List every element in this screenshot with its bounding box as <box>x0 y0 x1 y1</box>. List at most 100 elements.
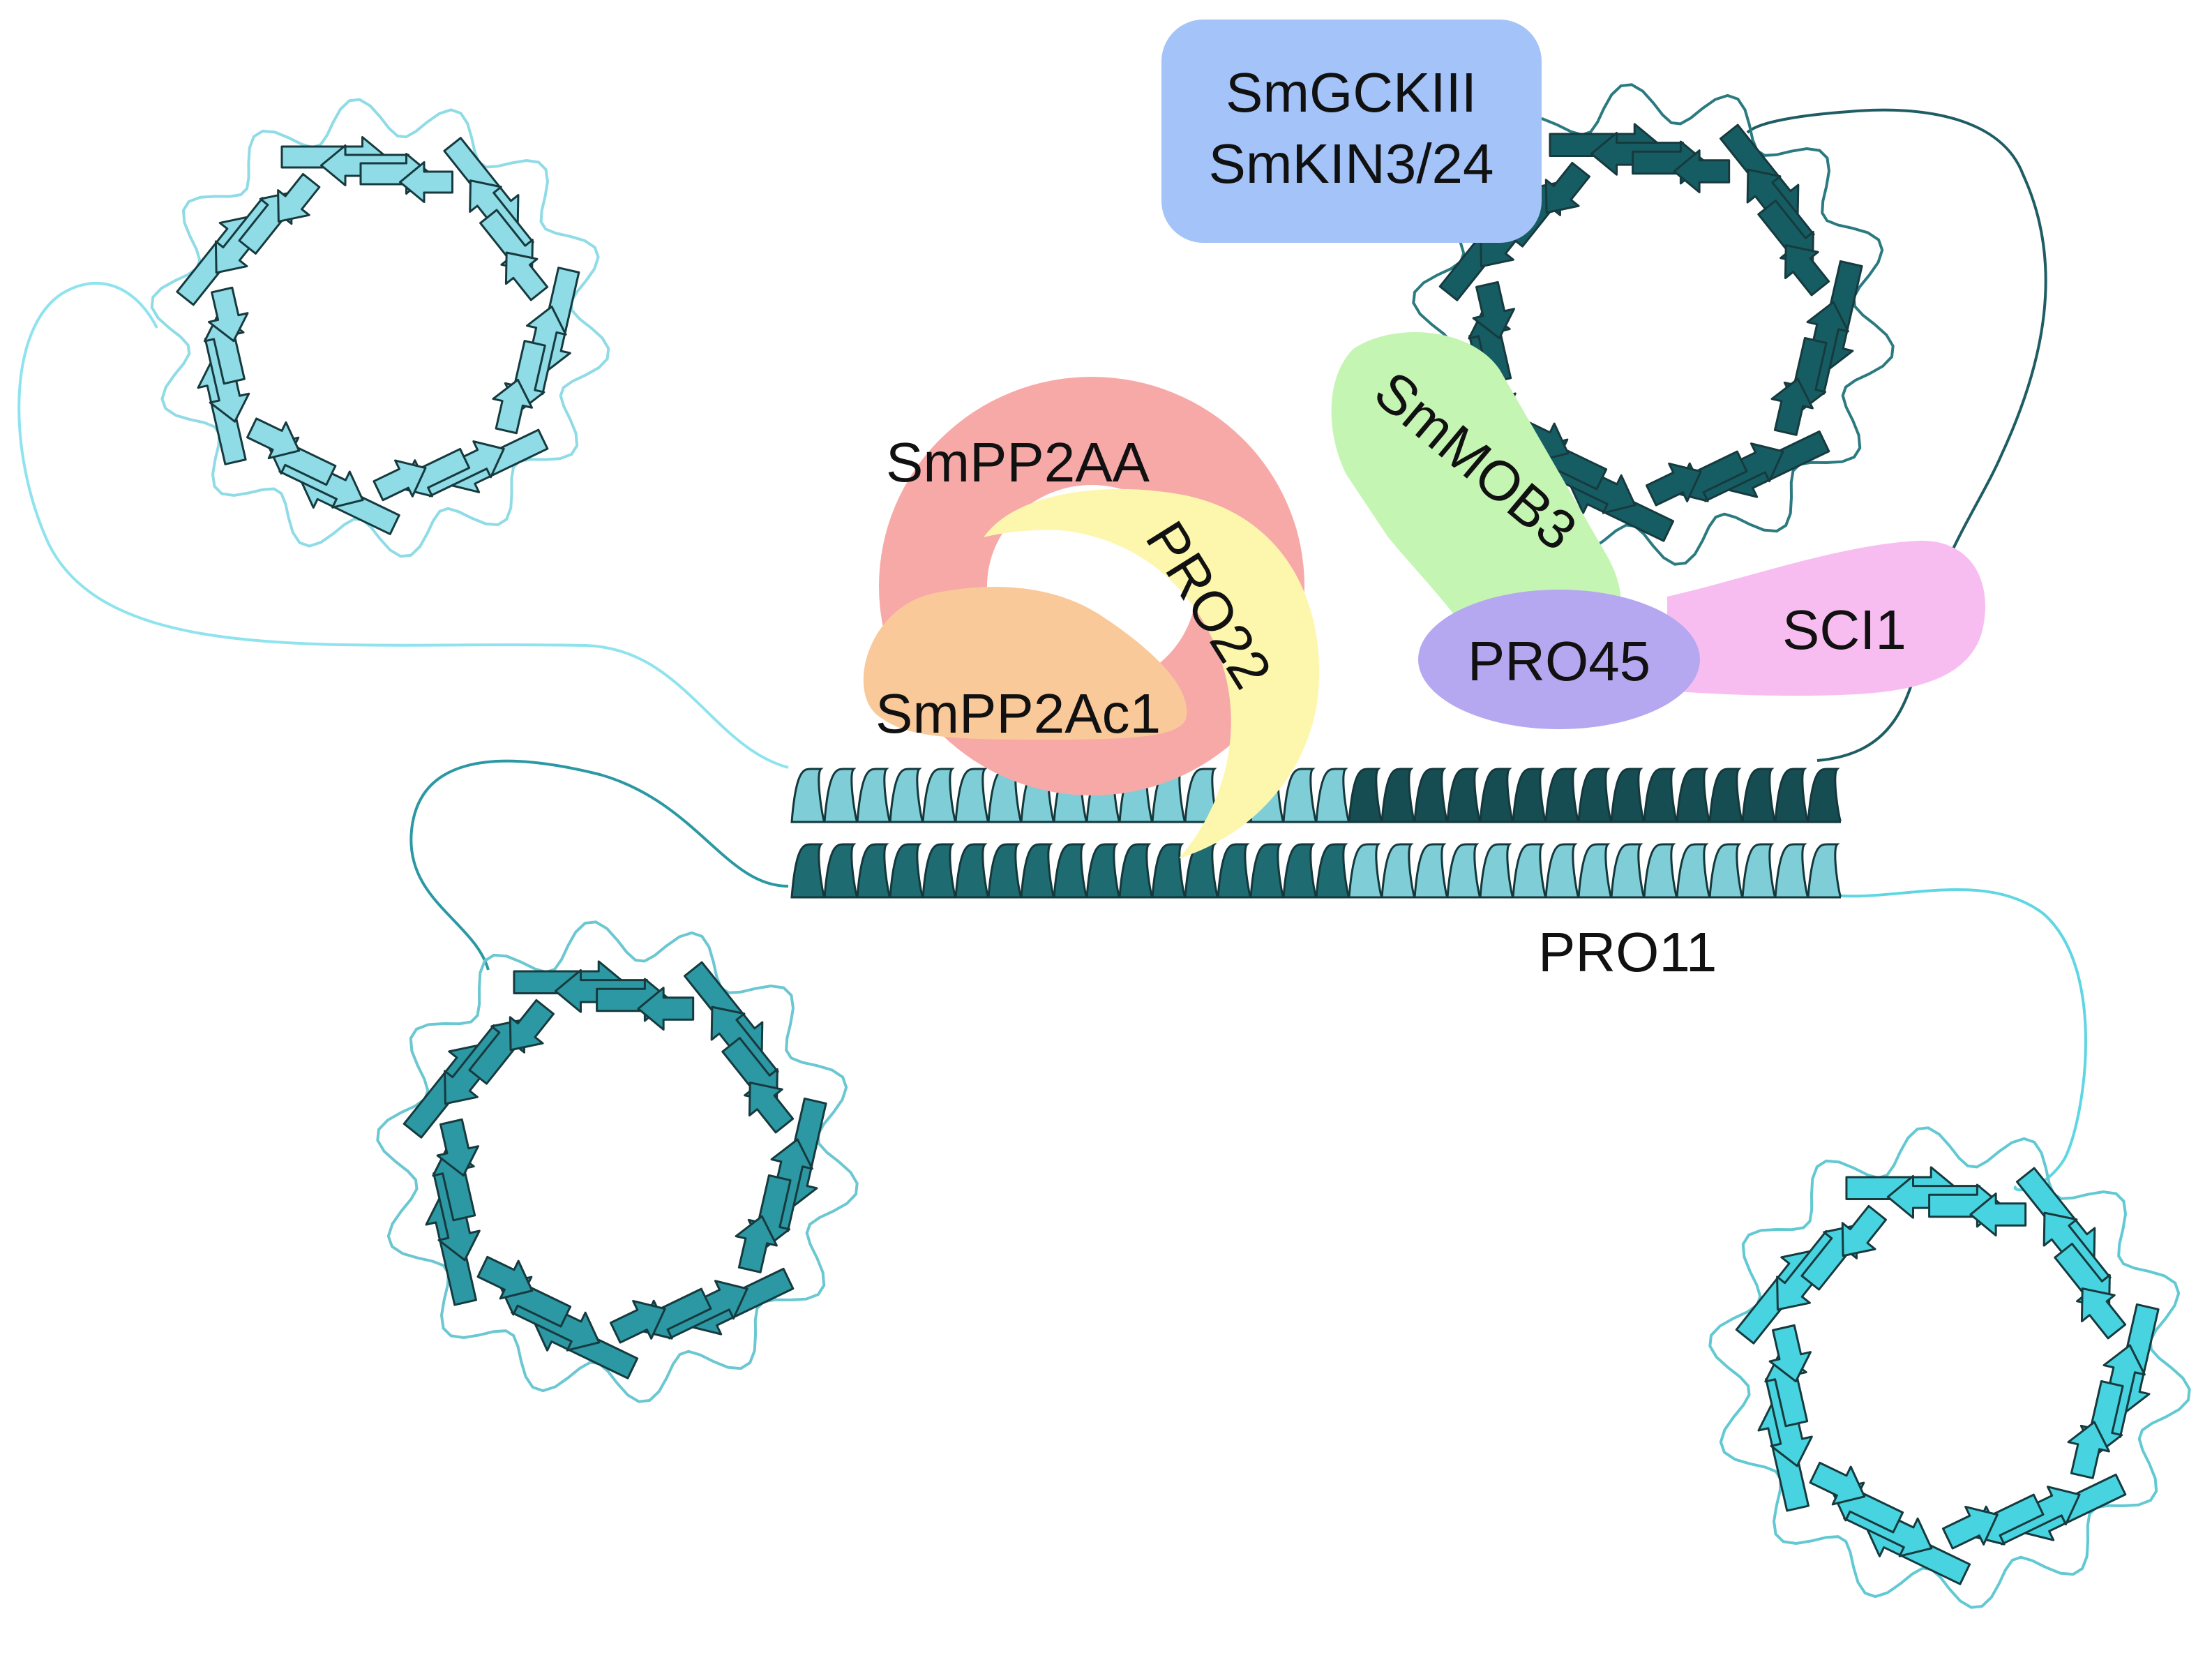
beta-strand <box>609 1299 666 1344</box>
propeller-blade <box>1549 123 1731 193</box>
helix-turn <box>1708 843 1744 899</box>
helix-turn <box>987 843 1023 899</box>
helix-turn <box>1512 768 1547 823</box>
helix-turn <box>1577 768 1613 823</box>
helix-turn <box>1315 768 1350 823</box>
pro11-label: PRO11 <box>1538 921 1717 983</box>
helix-upper <box>790 768 1842 823</box>
helix-turn <box>1348 843 1383 899</box>
beta-strand <box>748 1082 795 1134</box>
beta-strand <box>2067 1421 2110 1479</box>
helix-turn <box>1577 843 1613 899</box>
helix-turn <box>1741 768 1777 823</box>
helix-turn <box>1512 843 1547 899</box>
helix-turn <box>954 768 990 823</box>
helix-turn <box>1610 843 1646 899</box>
beta-strand <box>1809 1461 1866 1506</box>
helix-turn <box>1610 768 1646 823</box>
propeller-blade <box>476 1255 639 1379</box>
linker-bottom-left <box>409 759 789 971</box>
coiled-coil-helix-icon <box>790 768 1842 899</box>
smpp2ac1-label: SmPP2Ac1 <box>875 682 1161 745</box>
pro45-label: PRO45 <box>1468 630 1650 692</box>
beta-strand <box>1969 1192 2027 1236</box>
propeller-blade <box>1720 124 1830 297</box>
propeller-blade <box>246 417 400 535</box>
beta-strand <box>637 987 695 1031</box>
pro22-shape <box>984 488 1320 858</box>
beta-strand <box>277 172 321 223</box>
helix-turn <box>1282 843 1318 899</box>
smpp2ac1-subunit: SmPP2Ac1 <box>863 587 1187 745</box>
propeller-blade <box>280 136 453 203</box>
propeller-blade <box>443 137 549 301</box>
helix-turn <box>790 768 826 823</box>
helix-turn <box>1413 768 1449 823</box>
sci1-shape <box>1667 540 1985 696</box>
propeller-blade <box>1770 260 1863 436</box>
helix-turn <box>1807 843 1842 899</box>
beta-strand <box>504 251 549 301</box>
beta-strand <box>1472 281 1516 340</box>
smpp2ac1-shape <box>863 587 1187 740</box>
propeller-blade <box>176 172 321 306</box>
beta-strand <box>476 1255 534 1300</box>
helix-turn <box>1479 768 1514 823</box>
helix-turn <box>856 768 891 823</box>
sci1-protein: SCI1 <box>1667 540 1985 696</box>
helix-turn <box>1053 843 1088 899</box>
helix-turn <box>1446 843 1482 899</box>
helix-turn <box>1774 768 1810 823</box>
beta-strand <box>735 1215 778 1273</box>
smgckiii-box-shape <box>1161 20 1542 243</box>
helix-turn <box>1774 843 1810 899</box>
helix-turn <box>1741 843 1777 899</box>
beta-strand <box>509 999 555 1052</box>
beta-strand <box>1784 244 1830 297</box>
beta-strand <box>1770 377 1814 436</box>
helix-turn <box>1348 768 1383 823</box>
beta-strand <box>2080 1287 2127 1340</box>
smgckiii-kinase-box: SmGCKIII SmKIN3/24 <box>1161 20 1542 243</box>
helix-turn <box>1643 843 1678 899</box>
propeller-blade <box>1757 1324 1813 1512</box>
beta-propeller-top-left-icon <box>150 98 610 558</box>
helix-turn <box>1708 768 1744 823</box>
helix-turn <box>823 768 859 823</box>
helix-turn <box>1676 843 1711 899</box>
beta-strand <box>1768 1324 1812 1383</box>
propeller-blade <box>1809 1461 1971 1585</box>
propeller-blade <box>197 286 250 465</box>
helix-turn <box>1413 843 1449 899</box>
linker-top-left <box>17 281 789 769</box>
beta-propeller-bottom-left-icon <box>376 920 859 1403</box>
helix-lower <box>790 843 1842 899</box>
helix-turn <box>790 843 826 899</box>
propeller-blade <box>1941 1473 2127 1550</box>
propeller-blade <box>1735 1204 1887 1345</box>
helix-turn <box>1807 768 1842 823</box>
beta-strand <box>246 417 301 460</box>
beta-strand <box>1544 161 1590 214</box>
beta-strand <box>1841 1204 1887 1257</box>
propeller-blade <box>684 961 795 1134</box>
linker-bottom-right <box>1820 888 2087 1192</box>
pro45-protein: PRO45 <box>1418 590 1700 729</box>
propeller-blade <box>402 999 555 1139</box>
helix-turn <box>1315 843 1350 899</box>
helix-turn <box>1380 843 1416 899</box>
helix-turn <box>954 843 990 899</box>
helix-turn <box>889 768 924 823</box>
beta-strand <box>373 459 427 502</box>
sci1-label: SCI1 <box>1782 599 1906 661</box>
propeller-blade <box>2067 1303 2160 1479</box>
helix-turn <box>856 843 891 899</box>
beta-propeller-bottom-right-icon <box>1708 1126 2191 1609</box>
helix-turn <box>823 843 859 899</box>
smgckiii-label-line2: SmKIN3/24 <box>1208 133 1494 195</box>
helix-turn <box>1446 768 1482 823</box>
propeller-blade <box>1845 1166 2027 1236</box>
propeller-blade <box>425 1118 481 1306</box>
propeller-blade <box>373 428 549 502</box>
